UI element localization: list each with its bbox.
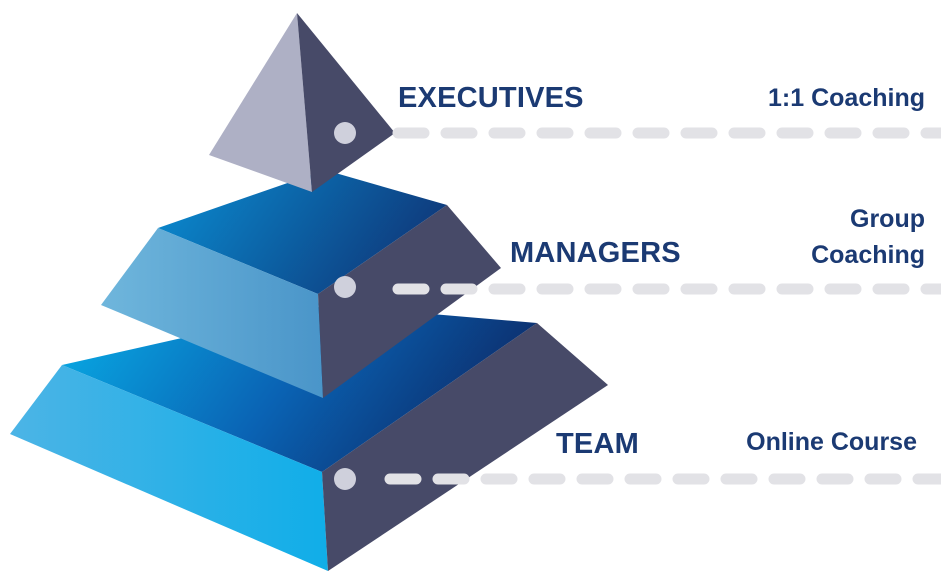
team-top-face [62,305,537,472]
team-front-face [10,365,328,571]
managers-service-line-1: Group [850,205,925,233]
managers-service-line-2: Coaching [811,241,925,269]
managers-front-face [101,228,323,398]
team-label: TEAM [556,428,639,460]
executives-service-label: 1:1 Coaching [768,84,925,112]
managers-node-dot [334,276,356,298]
team-node-dot [334,468,356,490]
executives-light-face [209,13,312,192]
managers-top-face [158,170,447,294]
managers-side-face [318,205,501,398]
managers-label: MANAGERS [510,237,681,269]
executives-label: EXECUTIVES [398,82,584,114]
managers-service-label: Group Coaching [811,201,925,273]
team-service-label: Online Course [746,428,917,456]
team-side-face [322,323,608,571]
executives-node-dot [334,122,356,144]
executives-dark-face [297,13,395,192]
